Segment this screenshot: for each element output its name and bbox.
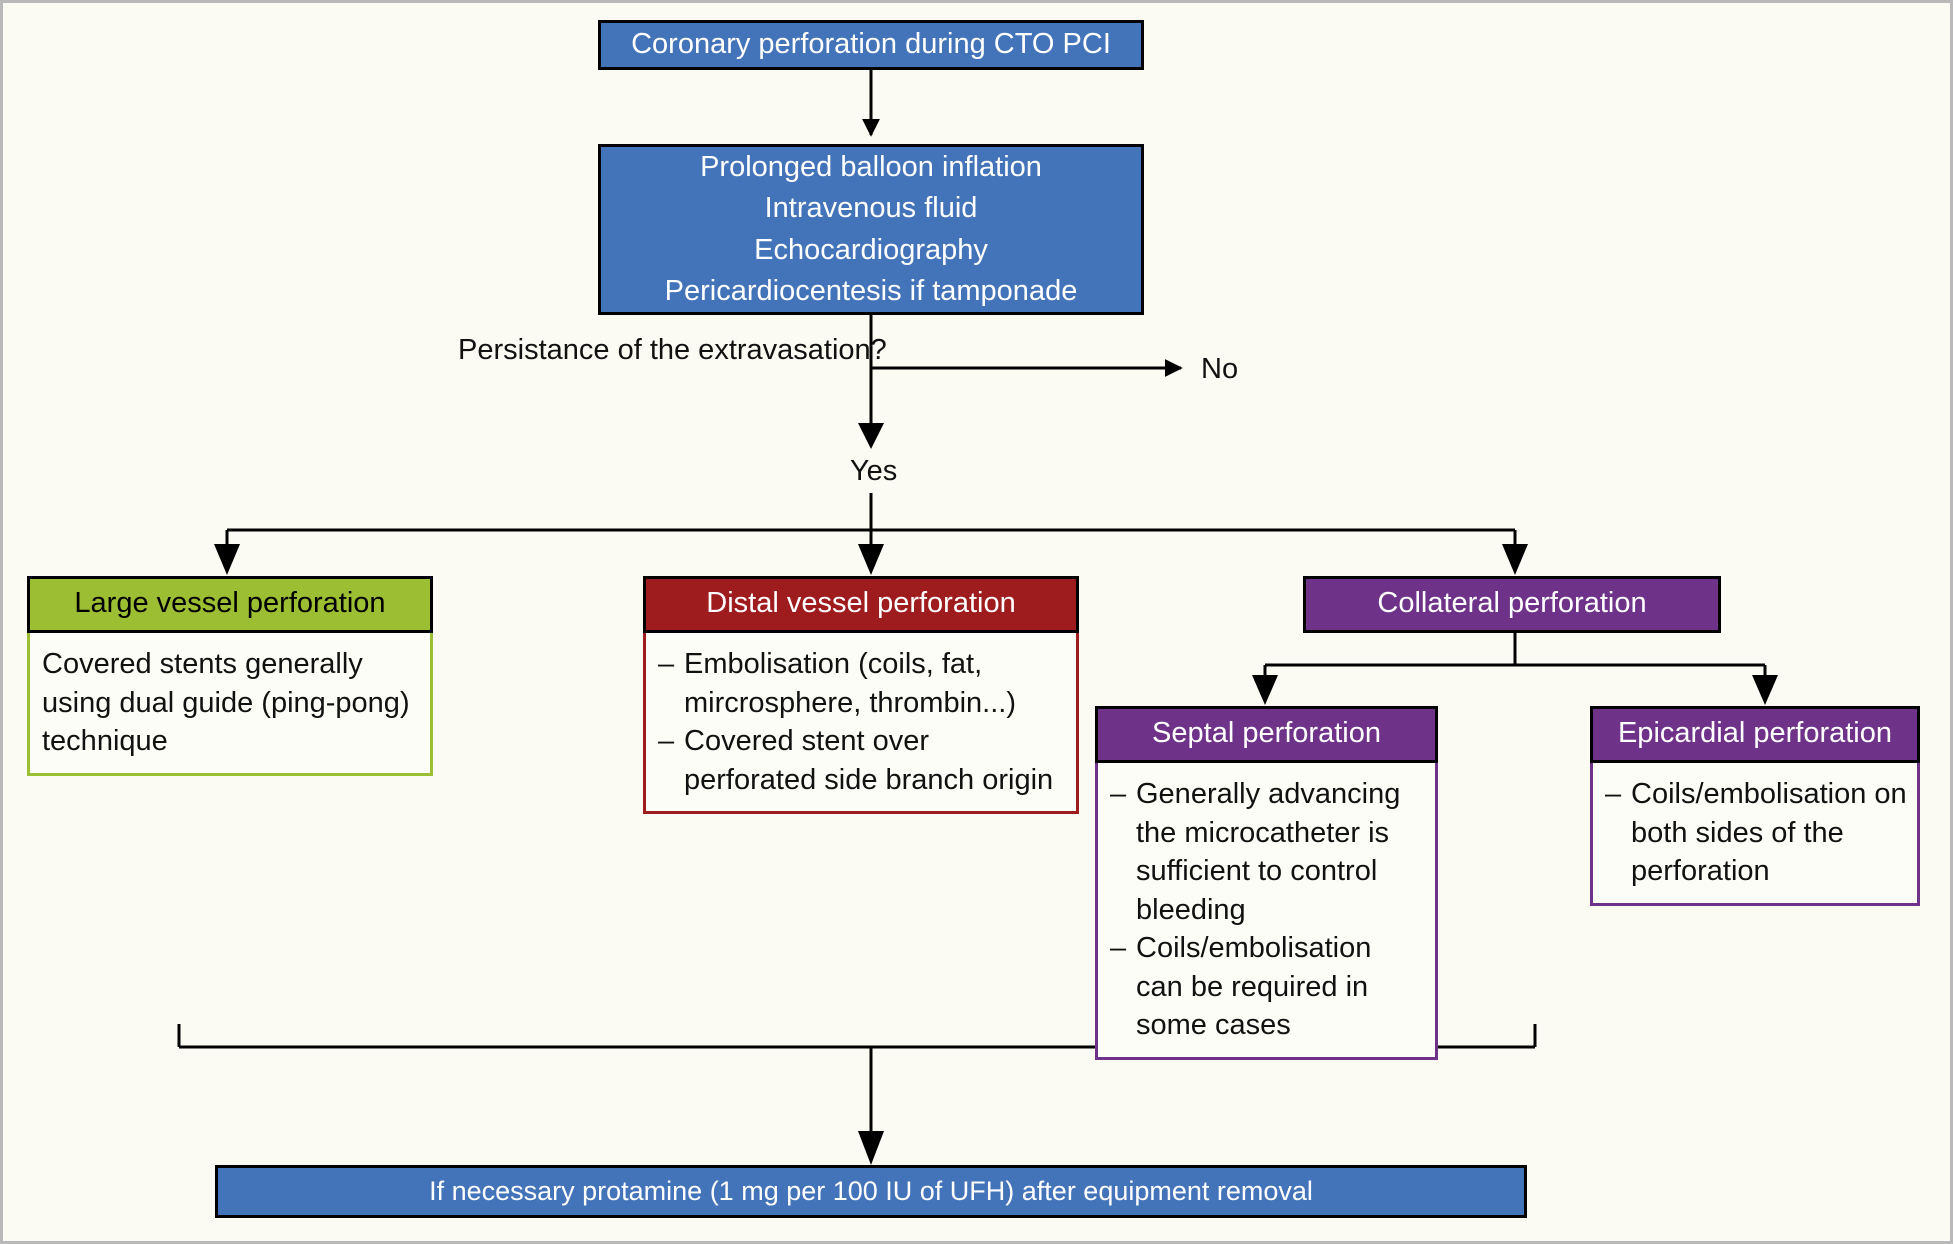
epicardial-body: – Coils/embolisation on both sides of th… [1590,763,1920,906]
large-vessel-header: Large vessel perforation [27,576,433,633]
edge-label-no: No [1201,353,1239,385]
final-node-label: If necessary protamine (1 mg per 100 IU … [429,1176,1313,1207]
epicardial-b1-line-3: perforation [1631,855,1770,888]
distal-b1-line-1: Embolisation (coils, fat, [684,648,983,680]
measure-line-2: Intravenous fluid [764,192,978,225]
collateral-header: Collateral perforation [1303,576,1721,633]
dash-glyph: – [1605,778,1622,810]
septal-b2-line-1: Coils/embolisation [1136,932,1372,965]
dash-glyph: – [658,725,675,758]
node-start[interactable]: Coronary perforation during CTO PCI [598,20,1144,70]
node-final-protamine[interactable]: If necessary protamine (1 mg per 100 IU … [215,1165,1527,1218]
edge-label-yes: Yes [850,455,898,487]
measure-line-4: Pericardiocentesis if tamponade [664,274,1078,307]
node-initial-measures[interactable]: Prolonged balloon inflation Intravenous … [598,144,1144,315]
septal-b1-line-4: bleeding [1136,893,1246,926]
distal-bullet-1: – Embolisation (coils, fat, mircrosphere… [658,645,1066,722]
septal-bullet-1: – Generally advancing the microcatheter … [1110,775,1425,929]
epicardial-header: Epicardial perforation [1590,706,1920,763]
septal-b2-line-3: some cases [1136,1009,1291,1042]
septal-header: Septal perforation [1095,706,1438,763]
node-distal-vessel-perforation[interactable]: Distal vessel perforation – Embolisation… [643,576,1079,815]
arrowhead-yes [858,423,884,449]
node-collateral-perforation[interactable]: Collateral perforation [1303,576,1721,633]
dash-glyph: – [658,648,675,680]
dash-glyph: – [1110,932,1127,965]
distal-vessel-header: Distal vessel perforation [643,576,1079,633]
node-large-vessel-perforation[interactable]: Large vessel perforation Covered stents … [27,576,433,776]
arrowhead-collateral [1502,544,1528,575]
node-septal-perforation[interactable]: Septal perforation – Generally advancing… [1095,706,1438,1060]
epicardial-bullet-1: – Coils/embolisation on both sides of th… [1605,775,1907,891]
septal-b1-line-1: Generally advancing [1136,778,1401,810]
large-vessel-line-2: using dual guide (ping-pong) [42,686,410,719]
septal-b2-line-2: can be required in [1136,970,1369,1003]
arrowhead-distal-vessel [858,544,884,575]
dash-glyph: – [1110,778,1127,810]
distal-bullet-2: – Covered stent over perforated side bra… [658,722,1066,799]
distal-b1-line-2: mircrosphere, thrombin...) [684,686,1016,719]
septal-body: – Generally advancing the microcatheter … [1095,763,1438,1060]
distal-b2-line-2: perforated side branch origin [684,763,1054,796]
large-vessel-line-1: Covered stents generally [42,648,363,680]
arrowhead-epicardial [1752,675,1778,705]
distal-b2-line-1: Covered stent over [684,725,930,758]
large-vessel-body: Covered stents generally using dual guid… [27,633,433,776]
septal-bullet-2: – Coils/embolisation can be required in … [1110,929,1425,1045]
epicardial-b1-line-2: both sides of the [1631,816,1844,849]
measure-line-3: Echocardiography [754,233,988,266]
arrowhead-large-vessel [214,544,240,575]
epicardial-b1-line-1: Coils/embolisation on [1631,778,1907,810]
septal-b1-line-3: sufficient to control [1136,855,1378,888]
arrowhead-septal [1252,675,1278,705]
large-vessel-line-3: technique [42,725,168,758]
decision-question: Persistance of the extravasation? [458,334,887,366]
distal-vessel-body: – Embolisation (coils, fat, mircrosphere… [643,633,1079,815]
arrowhead-final [858,1131,884,1165]
node-epicardial-perforation[interactable]: Epicardial perforation – Coils/embolisat… [1590,706,1920,906]
measure-line-1: Prolonged balloon inflation [700,151,1042,184]
septal-b1-line-2: the microcatheter is [1136,816,1390,849]
node-start-label: Coronary perforation during CTO PCI [631,28,1111,61]
